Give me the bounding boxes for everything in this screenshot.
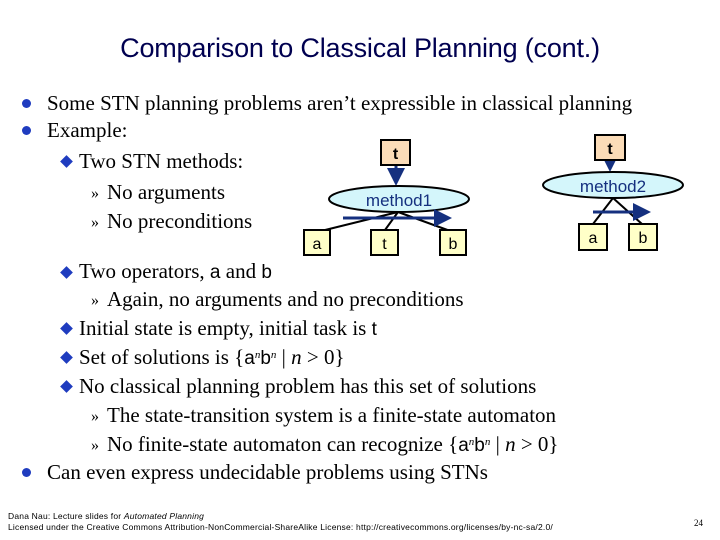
- sub-bullet: » No preconditions: [91, 209, 252, 236]
- bullet-icon: [22, 468, 31, 477]
- svg-text:b: b: [449, 236, 458, 253]
- slide-title: Comparison to Classical Planning (cont.): [120, 33, 600, 63]
- svg-text:a: a: [313, 236, 322, 253]
- bullet-text: No classical planning problem has this s…: [79, 374, 537, 398]
- bullet-icon: [22, 99, 31, 108]
- method1-label: method1: [366, 191, 432, 210]
- svg-text:t: t: [607, 141, 613, 158]
- method1-oval: [328, 185, 470, 213]
- bullet-text: Some STN planning problems aren’t expres…: [47, 91, 633, 115]
- raquo-bullet-icon: »: [91, 185, 99, 202]
- svg-text:t: t: [393, 146, 399, 163]
- method2-subtask-b: [628, 223, 658, 251]
- raquo-bullet-icon: »: [91, 437, 99, 454]
- bullet-text: No arguments: [107, 180, 226, 204]
- method2-tree: method2 t a b: [542, 134, 684, 251]
- method2-task-box: [594, 134, 626, 161]
- bullet-text: The state-transition system is a finite-…: [107, 403, 557, 427]
- raquo-bullet-icon: »: [91, 408, 99, 425]
- method1-subtask-a: [303, 229, 331, 256]
- method1-tree: method1 t a t b: [303, 139, 470, 256]
- footer-license: Licensed under the Creative Commons Attr…: [8, 522, 553, 532]
- method1-subtask-t: [370, 229, 399, 256]
- bullet-icon: [22, 126, 31, 135]
- bullet-text: Can even express undecidable problems us…: [47, 460, 488, 484]
- bullet-text: Two STN methods:: [79, 149, 244, 173]
- svg-text:a: a: [589, 230, 598, 247]
- bullet-text: Set of solutions is {anbn | n > 0}: [79, 345, 345, 369]
- sub-bullet: » No arguments: [91, 180, 225, 207]
- raquo-bullet-icon: »: [91, 292, 99, 309]
- footer-credit: Dana Nau: Lecture slides for Automated P…: [8, 511, 205, 521]
- sub-bullet: » The state-transition system is a finite…: [91, 403, 556, 430]
- bullet-text: Two operators, a and b: [79, 259, 272, 283]
- method1-task-box: [380, 139, 411, 166]
- raquo-bullet-icon: »: [91, 214, 99, 231]
- bullet-text: Again, no arguments and no preconditions: [107, 287, 464, 311]
- bullet-text: Example:: [47, 118, 128, 142]
- bullet-text: Initial state is empty, initial task is …: [79, 316, 377, 340]
- method2-label: method2: [580, 177, 646, 196]
- method2-oval: [542, 171, 684, 199]
- method1-subtask-b: [439, 229, 467, 256]
- sub-bullet: » Again, no arguments and no precondition…: [91, 287, 464, 314]
- svg-text:t: t: [382, 236, 387, 253]
- sub-bullet: »No finite-state automaton can recognize…: [91, 432, 559, 456]
- bullet-text: No preconditions: [107, 209, 253, 233]
- svg-text:b: b: [639, 230, 648, 247]
- page-number: 24: [694, 518, 703, 528]
- method2-subtask-a: [578, 223, 608, 251]
